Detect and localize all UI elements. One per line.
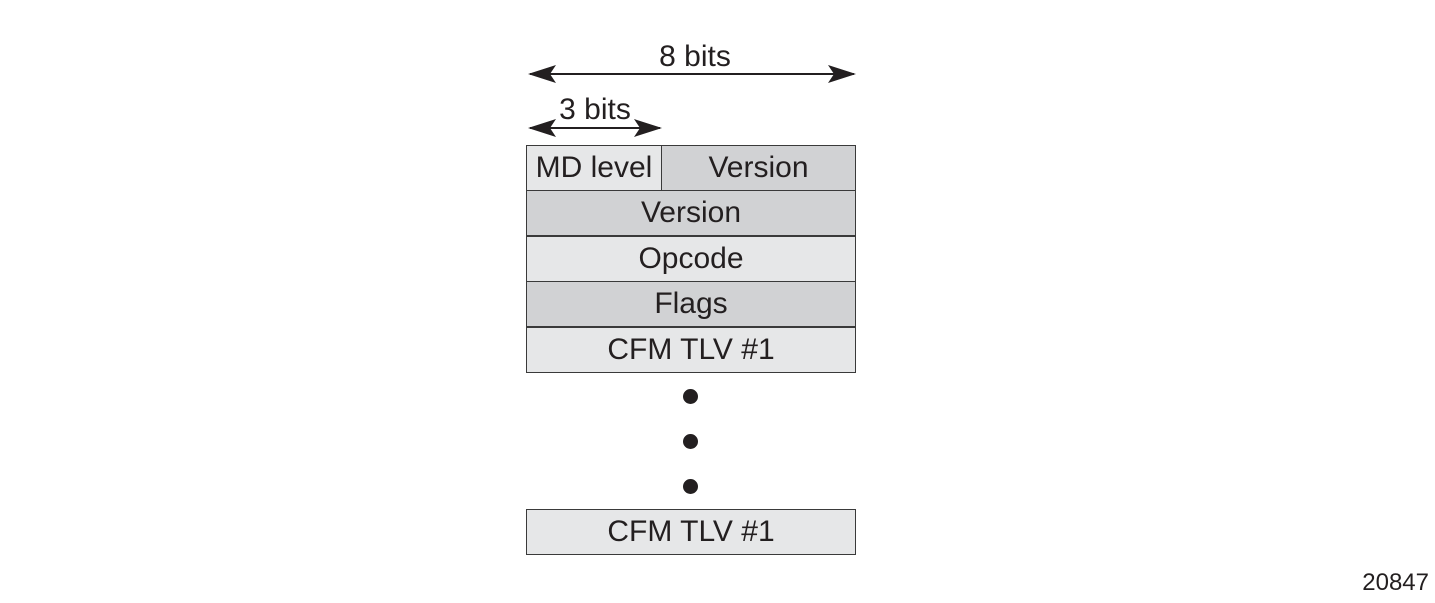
frame-row-flags: Flags <box>526 281 856 327</box>
md-level-width-label: 3 bits <box>559 93 631 126</box>
md-level-cell: MD level <box>527 146 662 190</box>
frame-row-cfm-tlv-last: CFM TLV #1 <box>526 509 856 555</box>
version-cell: Version <box>662 146 855 190</box>
ellipsis-dot <box>683 389 698 404</box>
frame-row-opcode: Opcode <box>526 236 856 282</box>
frame-row-md-level-version: MD level Version <box>526 145 856 191</box>
ellipsis-dot <box>683 479 698 494</box>
full-width-label: 8 bits <box>659 40 731 73</box>
figure-id: 20847 <box>1362 569 1429 596</box>
frame-row-cfm-tlv: CFM TLV #1 <box>526 327 856 373</box>
frame-row-version: Version <box>526 190 856 236</box>
ellipsis-dot <box>683 434 698 449</box>
